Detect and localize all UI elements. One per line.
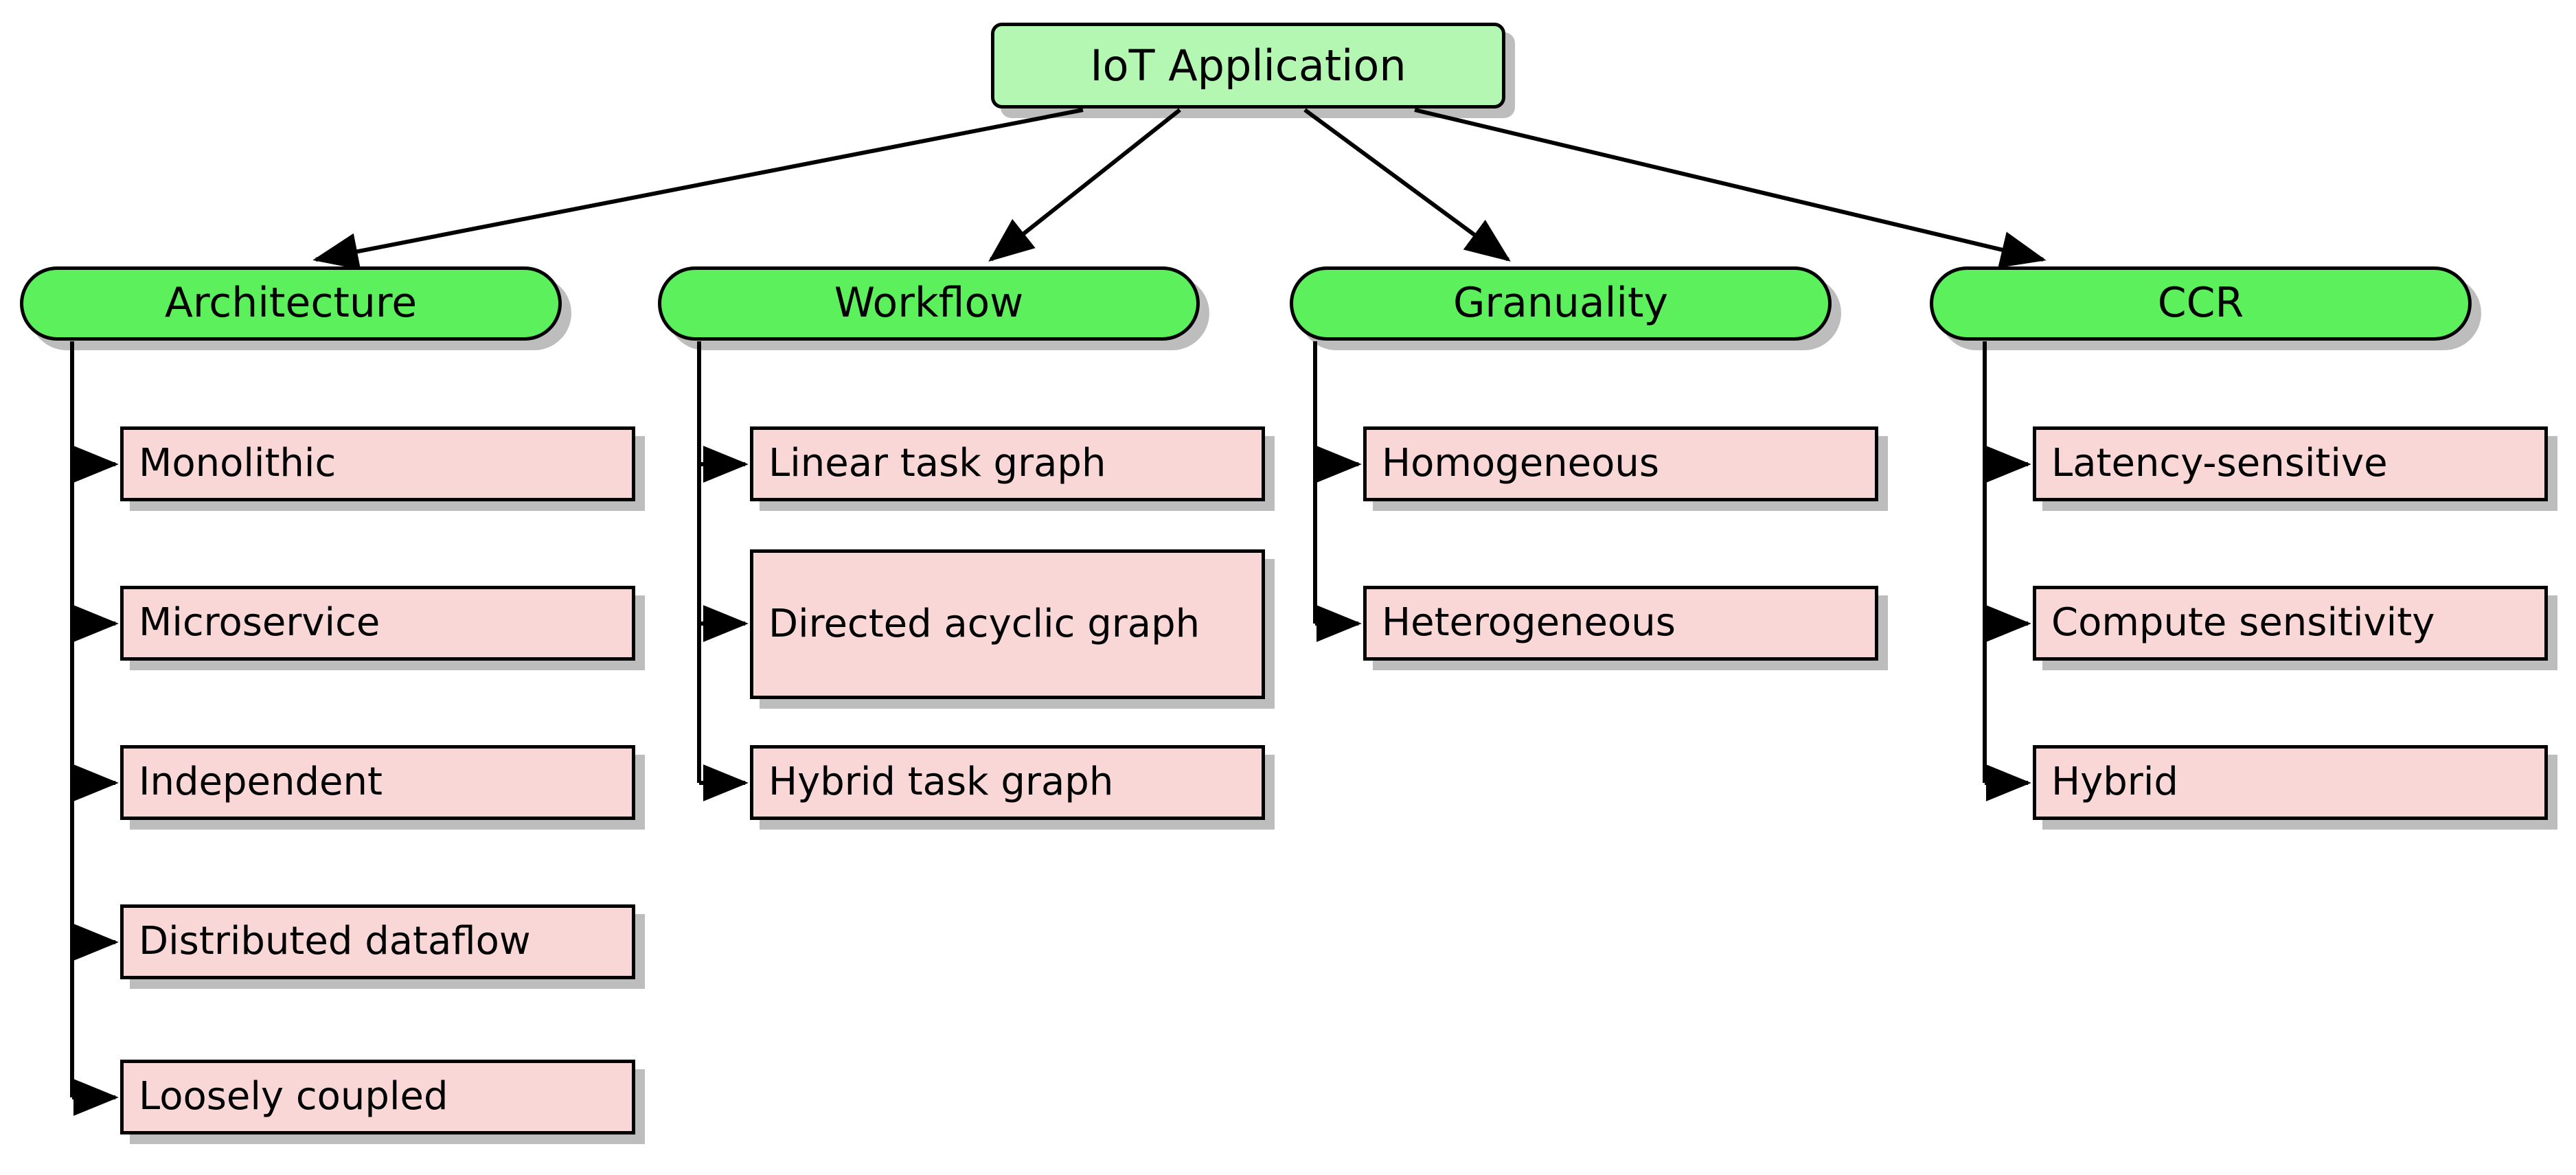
node-category-ccr[interactable]: CCR xyxy=(1930,266,2472,341)
node-leaf-linear-task-graph-label: Linear task graph xyxy=(768,441,1106,486)
node-category-ccr-label: CCR xyxy=(2157,279,2244,328)
node-leaf-heterogeneous-label: Heterogeneous xyxy=(1382,600,1676,646)
node-leaf-compute-sensitivity[interactable]: Compute sensitivity xyxy=(2033,586,2548,661)
node-leaf-hybrid-task-graph[interactable]: Hybrid task graph xyxy=(750,745,1265,820)
node-leaf-linear-task-graph[interactable]: Linear task graph xyxy=(750,426,1265,501)
node-leaf-monolithic[interactable]: Monolithic xyxy=(120,426,635,501)
node-leaf-latency-sensitive[interactable]: Latency-sensitive xyxy=(2033,426,2548,501)
node-leaf-latency-sensitive-label: Latency-sensitive xyxy=(2051,441,2388,486)
node-leaf-directed-acyclic-graph[interactable]: Directed acyclic graph xyxy=(750,549,1265,699)
node-leaf-compute-sensitivity-label: Compute sensitivity xyxy=(2051,600,2435,646)
node-root-label: IoT Application xyxy=(1090,40,1406,91)
node-leaf-hybrid-task-graph-label: Hybrid task graph xyxy=(768,760,1114,805)
node-root-iot-application[interactable]: IoT Application xyxy=(991,23,1505,109)
node-leaf-loosely-coupled[interactable]: Loosely coupled xyxy=(120,1060,635,1134)
node-category-architecture-label: Architecture xyxy=(164,279,418,328)
node-leaf-heterogeneous[interactable]: Heterogeneous xyxy=(1363,586,1878,661)
node-leaf-homogeneous[interactable]: Homogeneous xyxy=(1363,426,1878,501)
node-leaf-hybrid[interactable]: Hybrid xyxy=(2033,745,2548,820)
node-category-granuality[interactable]: Granuality xyxy=(1290,266,1832,341)
edge-root-to-architecture xyxy=(312,108,1084,270)
node-leaf-loosely-coupled-label: Loosely coupled xyxy=(139,1074,448,1119)
node-leaf-hybrid-label: Hybrid xyxy=(2051,760,2178,805)
node-leaf-microservice-label: Microservice xyxy=(139,600,380,646)
node-leaf-distributed-dataflow[interactable]: Distributed dataflow xyxy=(120,904,635,979)
node-leaf-directed-acyclic-graph-label: Directed acyclic graph xyxy=(768,601,1200,646)
node-category-granuality-label: Granuality xyxy=(1452,279,1669,328)
node-leaf-distributed-dataflow-label: Distributed dataflow xyxy=(139,919,531,964)
node-category-architecture[interactable]: Architecture xyxy=(20,266,562,341)
node-leaf-monolithic-label: Monolithic xyxy=(139,441,337,486)
node-category-workflow-label: Workflow xyxy=(834,279,1024,328)
node-category-workflow[interactable]: Workflow xyxy=(658,266,1200,341)
node-leaf-microservice[interactable]: Microservice xyxy=(120,586,635,661)
edge-root-to-granuality xyxy=(1303,108,1511,262)
edge-root-to-ccr xyxy=(1414,108,2047,269)
node-leaf-homogeneous-label: Homogeneous xyxy=(1382,441,1660,486)
node-leaf-independent-label: Independent xyxy=(139,760,383,805)
node-leaf-independent[interactable]: Independent xyxy=(120,745,635,820)
edge-root-to-workflow xyxy=(988,108,1181,262)
